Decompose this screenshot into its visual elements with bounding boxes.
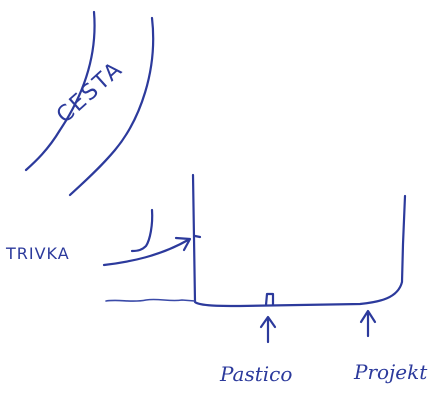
project-label: Projekt xyxy=(354,360,428,384)
trivka-arrow-line xyxy=(102,238,190,267)
project-arrow xyxy=(359,309,377,338)
trivka-arrow-head xyxy=(174,236,192,252)
pastico-label: Pastico xyxy=(220,362,293,386)
trivka-label: TRIVKA xyxy=(6,244,70,263)
building-outline xyxy=(191,173,407,308)
wall-tick xyxy=(193,234,202,239)
hook-stroke xyxy=(130,208,154,253)
ground-line xyxy=(105,298,196,302)
road-edge-inner xyxy=(24,10,96,172)
pastico-arrow xyxy=(259,315,277,344)
road-edge-outer xyxy=(68,16,155,197)
bottom-notch xyxy=(264,292,275,307)
